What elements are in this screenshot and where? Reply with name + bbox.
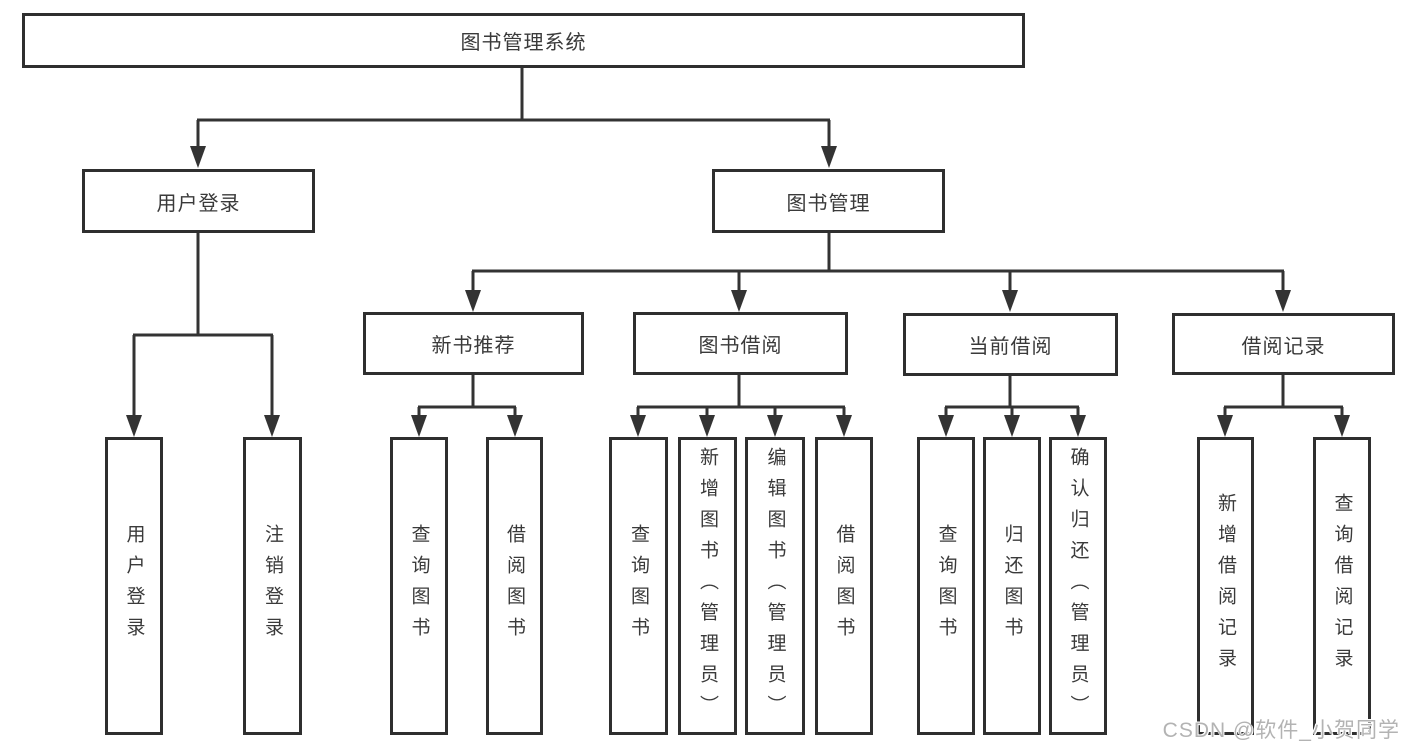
arrow-leaf-nb-borrow xyxy=(507,415,523,437)
leaf-bb-add-books-admin-label: 新增图书（管理员） xyxy=(697,446,718,726)
node-book-management-label: 图书管理 xyxy=(786,192,871,215)
leaf-logout-label: 注销登录 xyxy=(262,524,283,648)
leaf-nb-borrow-books: 借阅图书 xyxy=(486,437,543,735)
leaf-cb-return-books: 归还图书 xyxy=(983,437,1041,735)
arrow-leaf-cb-return xyxy=(1004,415,1020,437)
leaf-bb-borrow-books: 借阅图书 xyxy=(815,437,873,735)
leaf-bb-add-books-admin: 新增图书（管理员） xyxy=(678,437,737,735)
arrow-leaf-cb-confirm xyxy=(1070,415,1086,437)
leaf-user-login-label: 用户登录 xyxy=(123,524,145,648)
arrow-leaf-cb-query xyxy=(938,415,954,437)
leaf-nb-query-books: 查询图书 xyxy=(390,437,448,735)
leaf-bb-query-books: 查询图书 xyxy=(609,437,668,735)
arrow-user-login xyxy=(190,146,206,168)
node-book-borrow-label: 图书借阅 xyxy=(698,335,783,357)
node-current-borrow: 当前借阅 xyxy=(903,313,1118,376)
node-root-system: 图书管理系统 xyxy=(22,13,1025,68)
arrow-borrow-records xyxy=(1275,290,1291,312)
connector-bookmgmt-to-level3 xyxy=(471,233,1285,296)
node-new-book-recommend-label: 新书推荐 xyxy=(431,335,516,357)
leaf-cb-confirm-return-admin-label: 确认归还（管理员） xyxy=(1067,446,1089,726)
node-user-login-label: 用户登录 xyxy=(156,192,241,215)
csdn-watermark: CSDN @软件_小贺同学 xyxy=(1162,719,1400,742)
leaf-cb-return-books-label: 归还图书 xyxy=(1001,524,1023,648)
node-user-login: 用户登录 xyxy=(82,169,315,233)
node-new-book-recommend: 新书推荐 xyxy=(363,312,584,375)
arrow-leaf-user-login xyxy=(126,415,142,437)
node-root-label: 图书管理系统 xyxy=(460,32,587,54)
leaf-br-query-record-label: 查询借阅记录 xyxy=(1331,493,1353,679)
arrow-new-book-recommend xyxy=(465,290,481,312)
node-borrow-records: 借阅记录 xyxy=(1172,313,1395,375)
arrow-leaf-bb-add xyxy=(699,415,715,437)
arrow-leaf-bb-edit xyxy=(767,415,783,437)
node-book-borrow: 图书借阅 xyxy=(633,312,848,375)
connector-currentborrow-to-leaves xyxy=(944,375,1080,421)
leaf-cb-query-books: 查询图书 xyxy=(917,437,975,735)
arrow-leaf-bb-borrow xyxy=(836,415,852,437)
leaf-bb-query-books-label: 查询图书 xyxy=(628,524,649,648)
leaf-bb-borrow-books-label: 借阅图书 xyxy=(833,524,855,648)
leaf-user-login: 用户登录 xyxy=(105,437,163,735)
arrow-leaf-br-query xyxy=(1334,415,1350,437)
leaf-br-add-record: 新增借阅记录 xyxy=(1197,437,1254,735)
arrow-leaf-bb-query xyxy=(630,415,646,437)
leaf-bb-edit-books-admin: 编辑图书（管理员） xyxy=(745,437,805,735)
leaf-nb-query-books-label: 查询图书 xyxy=(408,524,430,648)
arrow-book-borrow xyxy=(731,290,747,312)
node-book-management: 图书管理 xyxy=(712,169,945,233)
leaf-br-query-record: 查询借阅记录 xyxy=(1313,437,1371,735)
connector-borrowrecords-to-leaves xyxy=(1223,375,1344,421)
connector-root-to-level2 xyxy=(196,68,831,152)
arrow-leaf-logout xyxy=(264,415,280,437)
leaf-cb-query-books-label: 查询图书 xyxy=(935,524,957,648)
arrow-leaf-nb-query xyxy=(411,415,427,437)
node-borrow-records-label: 借阅记录 xyxy=(1241,335,1326,358)
connector-userlogin-to-leaves xyxy=(132,233,274,421)
connector-bookborrow-to-leaves xyxy=(636,375,846,421)
connector-newbook-to-leaves xyxy=(417,375,517,421)
leaf-br-add-record-label: 新增借阅记录 xyxy=(1215,493,1236,679)
node-current-borrow-label: 当前借阅 xyxy=(968,336,1053,358)
arrow-leaf-br-add xyxy=(1217,415,1233,437)
arrow-book-management xyxy=(821,146,837,168)
leaf-bb-edit-books-admin-label: 编辑图书（管理员） xyxy=(764,446,786,726)
arrow-current-borrow xyxy=(1002,290,1018,312)
leaf-logout: 注销登录 xyxy=(243,437,302,735)
leaf-cb-confirm-return-admin: 确认归还（管理员） xyxy=(1049,437,1107,735)
leaf-nb-borrow-books-label: 借阅图书 xyxy=(504,524,525,648)
